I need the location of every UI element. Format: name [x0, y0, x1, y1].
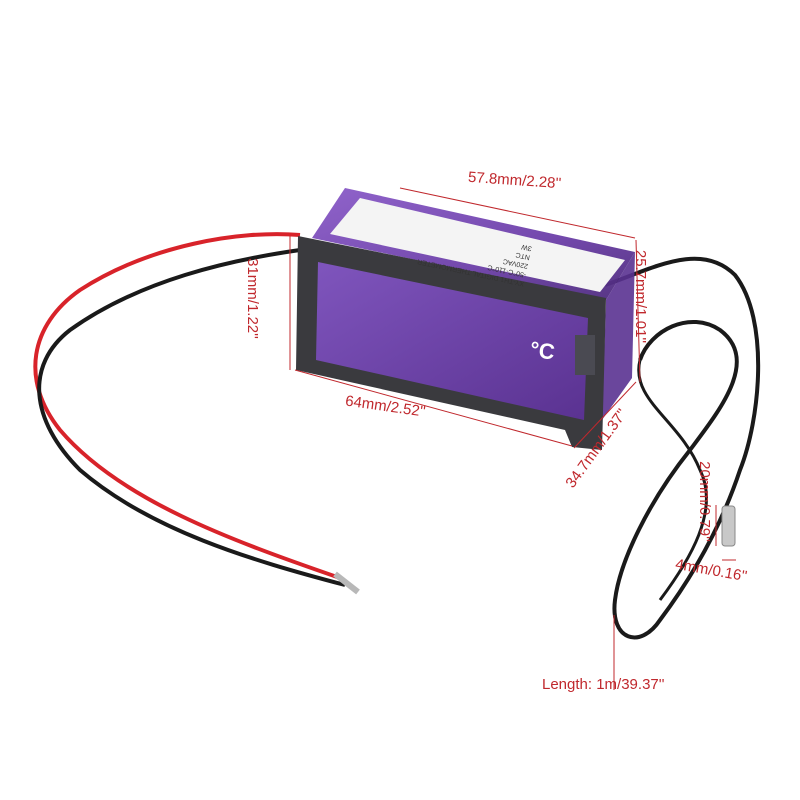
- dim-line-width-top: [399, 187, 636, 239]
- probe-cable-2: [637, 359, 708, 601]
- probe-cable: [604, 256, 761, 640]
- black-wire: [37, 248, 346, 587]
- dim-depth-right: 25.7mm/1.01'': [632, 249, 650, 344]
- dim-line-depth-bottom: [573, 381, 637, 449]
- wire-tip: [333, 571, 360, 595]
- dim-height-left: 31mm/1.22'': [243, 258, 261, 339]
- dim-line-depth-right: [635, 239, 641, 383]
- dim-probe-length: 20mm/0.79'': [695, 461, 713, 542]
- mount-tab: [575, 335, 595, 375]
- housing-side: [602, 252, 635, 420]
- dim-cable-length: Length: 1m/39.37'': [542, 676, 665, 693]
- dim-line-width-front: [294, 369, 573, 447]
- housing-label: [330, 198, 625, 292]
- display-screen: [316, 262, 588, 420]
- red-wire: [33, 232, 341, 580]
- probe-tip: [721, 505, 736, 547]
